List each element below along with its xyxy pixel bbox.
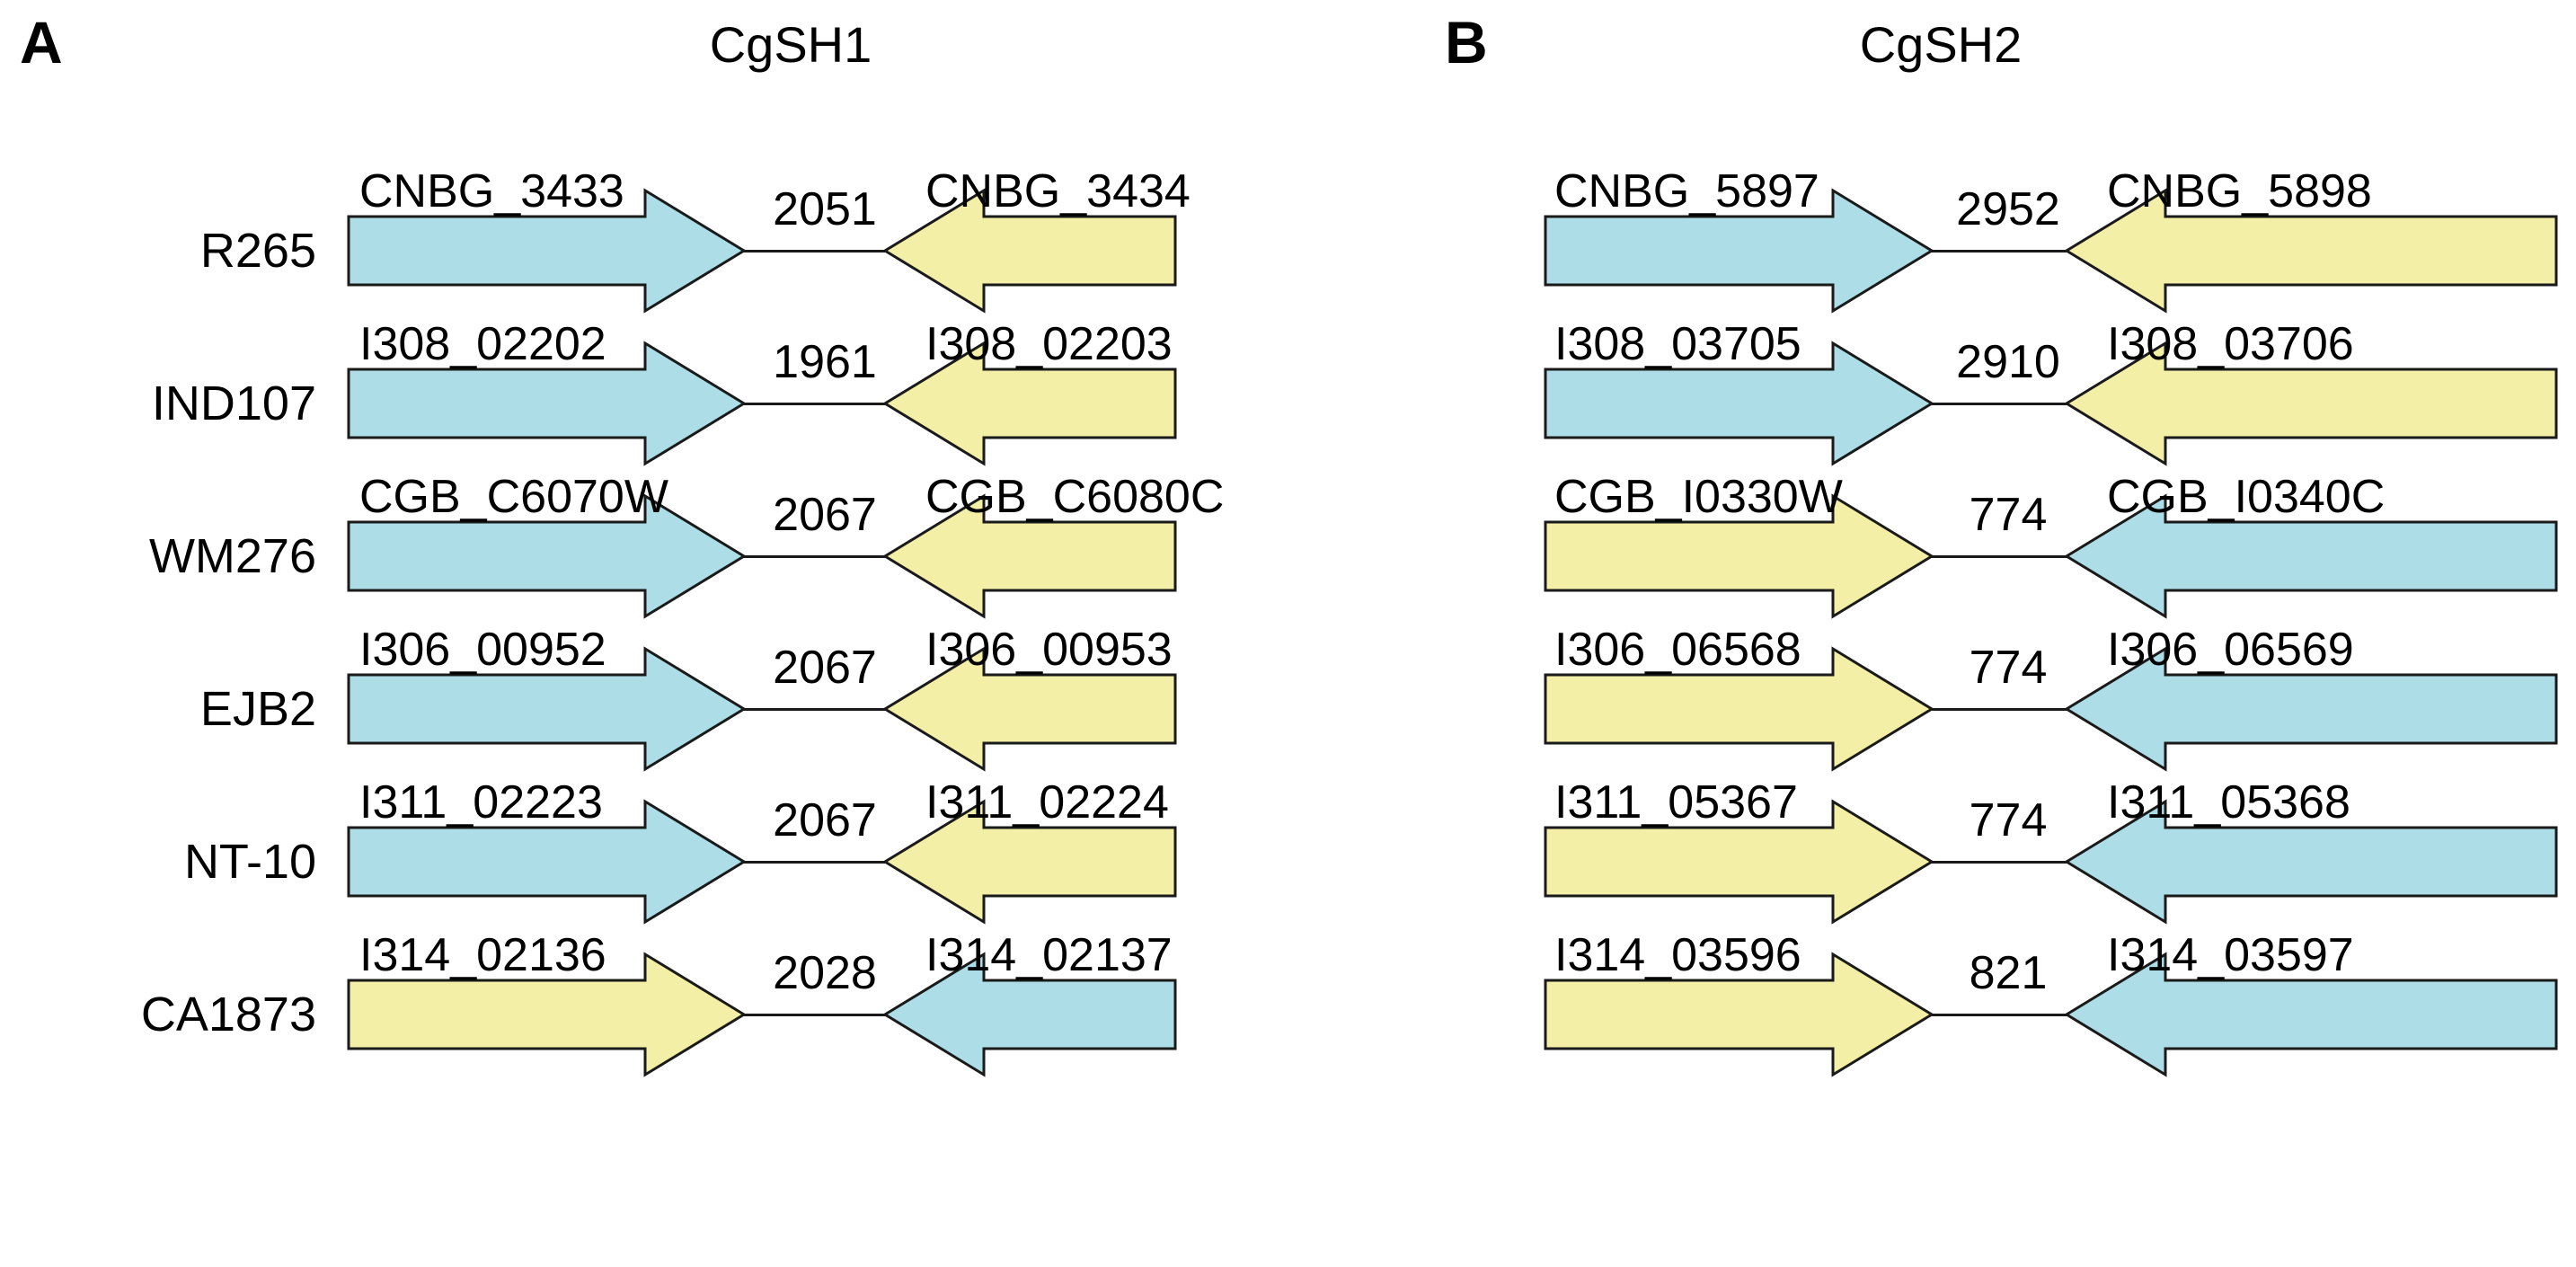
panel-cgsh1: A CgSH1 <box>20 9 872 75</box>
intergenic-distance-label: 2067 <box>773 794 877 846</box>
strain-label-r265: R265 <box>199 224 316 278</box>
gene-arrow-i311_05367 <box>1544 799 1934 925</box>
gene-label-i306_00952: I306_00952 <box>359 624 606 676</box>
gene-arrow-cgb_i0340c <box>2064 493 2558 619</box>
gene-arrow-i308_02203 <box>882 341 1177 466</box>
intergenic-distance-label: 774 <box>1969 489 2048 541</box>
panel-a-title: CgSH1 <box>709 16 872 73</box>
intergenic-connector <box>742 861 887 864</box>
intergenic-distance-label: 2028 <box>773 947 877 999</box>
gene-arrow-i311_02224 <box>882 799 1177 925</box>
gene-label-cnbg_5898: CNBG_5898 <box>2107 165 2372 217</box>
intergenic-distance-label: 2067 <box>773 489 877 541</box>
strain-label-ca1873: CA1873 <box>140 988 316 1041</box>
panel-cgsh2: B CgSH2 <box>1366 0 2576 1267</box>
panel-a-letter: A <box>20 9 63 75</box>
gene-label-i311_02223: I311_02223 <box>359 776 603 828</box>
gene-label-i314_02137: I314_02137 <box>925 929 1173 981</box>
gene-arrow-i308_03706 <box>2064 341 2558 466</box>
gene-label-cnbg_3434: CNBG_3434 <box>925 165 1191 217</box>
gene-label-i308_02202: I308_02202 <box>359 318 606 370</box>
intergenic-distance-label: 774 <box>1969 642 2048 694</box>
gene-arrow-i314_03596 <box>1544 952 1934 1077</box>
gene-label-i311_05368: I311_05368 <box>2107 776 2350 828</box>
intergenic-distance-label: 2952 <box>1956 183 2060 235</box>
gene-label-i311_02224: I311_02224 <box>925 776 1169 828</box>
intergenic-distance-label: 821 <box>1969 947 2048 999</box>
gene-arrow-i308_02202 <box>347 341 747 466</box>
gene-arrow-cnbg_3433 <box>347 188 747 314</box>
gene-arrow-i308_03705 <box>1544 341 1934 466</box>
strain-label-ejb2: EJB2 <box>199 682 316 736</box>
gene-arrow-i306_00952 <box>347 646 747 772</box>
gene-arrow-i306_06569 <box>2064 646 2558 772</box>
intergenic-connector <box>1930 250 2068 253</box>
strain-label-wm276: WM276 <box>148 529 316 583</box>
gene-label-cnbg_5897: CNBG_5897 <box>1554 165 1819 217</box>
intergenic-connector <box>1930 861 2068 864</box>
intergenic-connector <box>1930 403 2068 405</box>
gene-arrow-i306_06568 <box>1544 646 1934 772</box>
gene-label-i314_02136: I314_02136 <box>359 929 606 981</box>
intergenic-connector <box>1930 555 2068 558</box>
gene-label-cgb_c6070w: CGB_C6070W <box>359 471 668 523</box>
gene-arrow-cnbg_5897 <box>1544 188 1934 314</box>
gene-arrow-i311_02223 <box>347 799 747 925</box>
gene-arrow-i314_02137 <box>882 952 1177 1077</box>
gene-label-i306_06569: I306_06569 <box>2107 624 2354 676</box>
intergenic-distance-label: 2051 <box>773 183 877 235</box>
intergenic-connector <box>1930 708 2068 711</box>
gene-arrow-cnbg_5898 <box>2064 188 2558 314</box>
panel-b-letter: B <box>1445 9 1488 75</box>
gene-arrow-i311_05368 <box>2064 799 2558 925</box>
gene-arrow-cgb_c6080c <box>882 493 1177 619</box>
strain-label-nt-10: NT-10 <box>183 835 316 889</box>
gene-label-i306_06568: I306_06568 <box>1554 624 1801 676</box>
gene-label-cgb_c6080c: CGB_C6080C <box>925 471 1225 523</box>
intergenic-connector <box>742 250 887 253</box>
intergenic-distance-label: 1961 <box>773 336 877 388</box>
intergenic-distance-label: 2067 <box>773 642 877 694</box>
gene-arrow-i314_02136 <box>347 952 747 1077</box>
gene-label-i311_05367: I311_05367 <box>1554 776 1798 828</box>
gene-arrow-i314_03597 <box>2064 952 2558 1077</box>
gene-label-i314_03596: I314_03596 <box>1554 929 1801 981</box>
intergenic-connector <box>1930 1014 2068 1016</box>
gene-arrow-i306_00953 <box>882 646 1177 772</box>
gene-label-i308_03706: I308_03706 <box>2107 318 2354 370</box>
intergenic-connector <box>742 1014 887 1016</box>
gene-label-i308_03705: I308_03705 <box>1554 318 1801 370</box>
gene-arrow-cgb_i0330w <box>1544 493 1934 619</box>
intergenic-distance-label: 774 <box>1969 794 2048 846</box>
panel-b-title: CgSH2 <box>1859 16 2023 73</box>
intergenic-distance-label: 2910 <box>1956 336 2060 388</box>
intergenic-connector <box>742 708 887 711</box>
gene-arrow-cnbg_3434 <box>882 188 1177 314</box>
gene-label-cgb_i0330w: CGB_I0330W <box>1554 471 1843 523</box>
gene-label-i314_03597: I314_03597 <box>2107 929 2354 981</box>
intergenic-connector <box>742 403 887 405</box>
strain-label-ind107: IND107 <box>151 377 316 430</box>
gene-label-i308_02203: I308_02203 <box>925 318 1173 370</box>
intergenic-connector <box>742 555 887 558</box>
gene-label-cgb_i0340c: CGB_I0340C <box>2107 471 2386 523</box>
gene-arrow-cgb_c6070w <box>347 493 747 619</box>
gene-label-i306_00953: I306_00953 <box>925 624 1173 676</box>
gene-label-cnbg_3433: CNBG_3433 <box>359 165 624 217</box>
